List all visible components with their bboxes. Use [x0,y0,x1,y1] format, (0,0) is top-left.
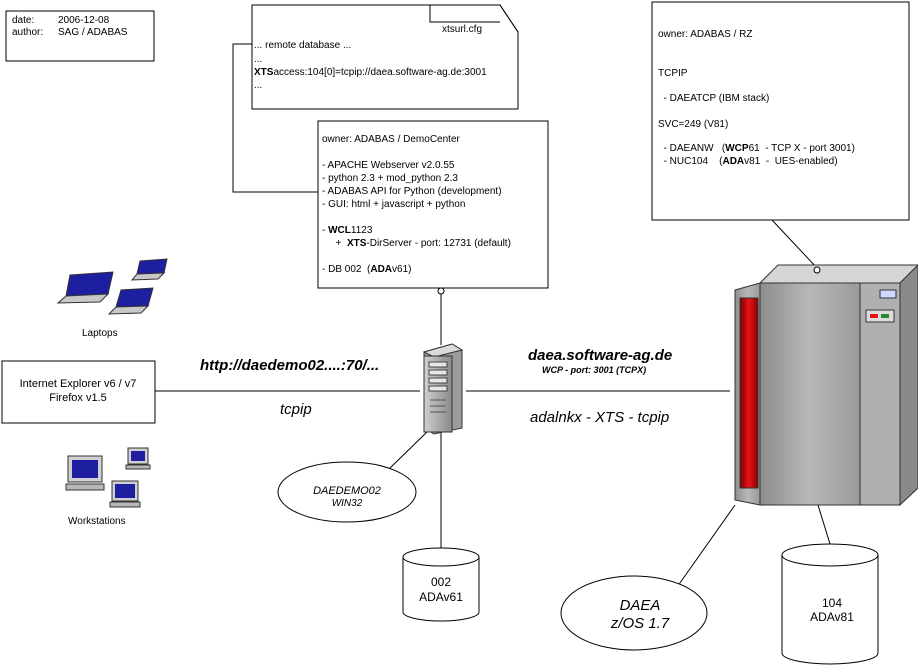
workstation-icon [125,447,151,470]
db104-version: ADAv81 [810,610,854,624]
workstations-label: Workstations [68,516,126,527]
rz-box: owner: ADABAS / RZ TCPIP - DAEATCP (IBM … [651,1,910,221]
rz-box-pin-line [771,219,818,269]
connector-lines [155,43,831,591]
workstation-icon [109,480,141,508]
rz-pin [813,266,821,274]
config-line-1: ... remote database ... [254,40,351,51]
mainframe-os: z/OS 1.7 [610,615,670,632]
xts-rest: -DirServer - port: 12731 (default) [366,238,511,249]
laptop-icon [130,258,168,281]
server-tower-icon [422,343,464,435]
laptops-label: Laptops [82,328,118,339]
mainframe-name: DAEA [620,597,661,614]
meta-box: date: 2006-12-08 author: SAG / ADABAS [5,10,155,62]
wcl-rest: 1123 [351,225,373,236]
democenter-line-2: - python 2.3 + mod_python 2.3 [322,173,458,184]
server-name: DAEDEMO02 [313,485,381,497]
democenter-pin [437,287,445,295]
workstation-icon [65,455,105,491]
xts-prefix: + [330,238,347,249]
wcp-port-label: WCP - port: 3001 (TCPX) [542,365,646,375]
db104-number: 104 [822,596,842,610]
democenter-xts-line: + XTS-DirServer - port: 12731 (default) [330,238,511,249]
adalnkx-label: adalnkx - XTS - tcpip [530,409,669,426]
browser-line-1: Internet Explorer v6 / v7 [20,378,137,390]
config-line-2: ... [254,54,262,65]
democenter-db-line: - DB 002 (ADAv61) [322,264,411,275]
wcl-prefix: - [322,225,328,236]
democenter-wcl-line: - WCL1123 [322,225,373,236]
server-name-ellipse: DAEDEMO02 WIN32 [277,461,417,523]
nuc-bold: ADA [722,156,744,167]
config-line-3: XTSaccess:104[0]=tcpip://daea.software-a… [254,67,487,78]
config-xts-keyword: XTS [254,67,274,78]
mainframe-to-db104-line [817,504,831,545]
laptops-icon: Laptops [56,258,168,339]
rz-svc: SVC=249 (V81) [658,119,728,130]
http-url-label: http://daedemo02....:70/... [200,357,379,374]
rz-nuc104: - NUC104 (ADAv81 - UES-enabled) [658,156,838,167]
db002-number: 002 [431,575,451,589]
rz-tcpip: TCPIP [658,68,688,79]
mainframe-icon [734,264,918,507]
daeanw-prefix: - DAEANW ( [658,143,726,154]
db104-cylinder: 104 ADAv81 [781,543,879,665]
democenter-box: owner: ADABAS / DemoCenter - APACHE Webs… [317,120,549,295]
xts-bold: XTS [347,238,367,249]
rz-daeanw: - DAEANW (WCP61 - TCP X - port 3001) [658,143,855,154]
config-line-4: ... [254,80,262,91]
democenter-line-1: - APACHE Webserver v2.0.55 [322,160,455,171]
tcpip-label: tcpip [280,401,312,418]
config-xts-value: access:104[0]=tcpip://daea.software-ag.d… [273,67,487,78]
workstations-icon: Workstations [65,447,151,527]
laptop-icon [56,271,114,304]
author-label: author: [12,27,43,38]
browser-box: Internet Explorer v6 / v7 Firefox v1.5 [1,360,156,424]
date-label: date: [12,15,34,26]
db-prefix: - DB 002 ( [322,264,371,275]
mainframe-name-ellipse: DAEA z/OS 1.7 [560,575,708,651]
db-rest: v61) [392,264,411,275]
config-to-server-line [232,43,318,193]
mainframe-to-ellipse-line [674,504,736,591]
config-filename: xtsurl.cfg [442,24,482,35]
democenter-line-4: - GUI: html + javascript + python [322,199,465,210]
daeanw-bold: WCP [725,143,749,154]
browser-line-2: Firefox v1.5 [49,392,106,404]
server-to-ellipse-line [389,431,428,469]
daeanw-rest: 61 - TCP X - port 3001) [749,143,855,154]
democenter-owner: owner: ADABAS / DemoCenter [322,134,461,145]
democenter-line-3: - ADABAS API for Python (development) [322,186,502,197]
rz-owner: owner: ADABAS / RZ [658,29,752,40]
config-file-note: xtsurl.cfg ... remote database ... ... X… [251,4,519,110]
db002-version: ADAv61 [419,590,463,604]
date-value: 2006-12-08 [58,15,110,26]
rz-daeatcp: - DAEATCP (IBM stack) [658,93,769,104]
nuc-prefix: - NUC104 ( [658,156,723,167]
db-bold: ADA [370,264,392,275]
wcl-bold: WCL [328,225,351,236]
server-os: WIN32 [332,498,363,509]
nuc-rest: v81 - UES-enabled) [744,156,837,167]
db002-cylinder: 002 ADAv61 [402,547,480,622]
laptop-icon [107,287,154,315]
host-label: daea.software-ag.de [528,347,672,364]
author-value: SAG / ADABAS [58,27,128,38]
